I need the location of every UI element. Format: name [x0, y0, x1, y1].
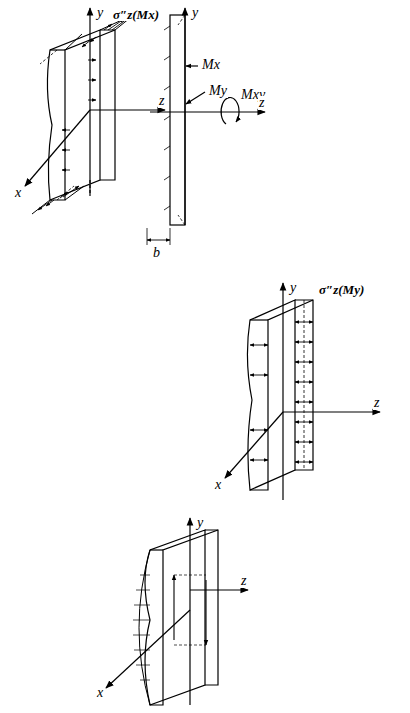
moment-label: My	[208, 84, 228, 98]
axis-label: y	[289, 281, 297, 295]
axis-label: z	[158, 94, 165, 108]
axis-label: z	[373, 396, 380, 410]
stress-label: σ″z(Mx)	[112, 8, 160, 21]
moment-label: Mx	[201, 58, 221, 72]
axis-label: x	[96, 686, 104, 700]
stress-label: σ″z(My)	[318, 283, 365, 296]
axis-label: y	[191, 6, 199, 20]
dimension-label: b	[152, 246, 161, 260]
axis-label: z	[258, 96, 265, 110]
axis-label: x	[14, 186, 22, 200]
axis-label: y	[196, 516, 204, 530]
axis-label: x	[214, 478, 222, 492]
axis-label: z	[240, 574, 247, 588]
axis-label: y	[96, 6, 104, 20]
